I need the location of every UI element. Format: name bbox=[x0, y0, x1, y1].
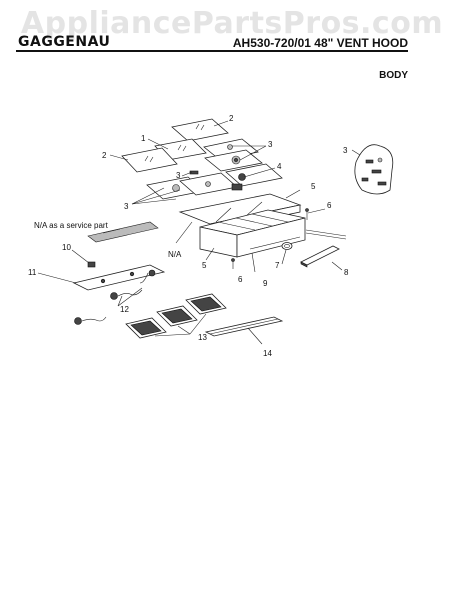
callout-10: 10 bbox=[62, 243, 71, 252]
callout-1: 1 bbox=[141, 134, 146, 143]
callout-na-service-part: N/A as a service part bbox=[34, 221, 109, 230]
callout-7: 7 bbox=[275, 261, 280, 270]
filter-13c bbox=[125, 317, 167, 339]
callout-9: 9 bbox=[263, 279, 268, 288]
hardware-bag-3 bbox=[354, 144, 394, 195]
filter-13b bbox=[156, 305, 198, 327]
leader-lines bbox=[37, 120, 361, 345]
callout-6-right: 6 bbox=[327, 201, 332, 210]
callout-3-top-right: 3 bbox=[268, 140, 273, 149]
main-body-box bbox=[199, 209, 306, 258]
watermark: AppliancePartsPros.com bbox=[20, 6, 444, 41]
trim-strip-14 bbox=[204, 316, 284, 337]
callout-4: 4 bbox=[277, 162, 282, 171]
callout-3-center: 3 bbox=[176, 171, 181, 180]
callout-13: 13 bbox=[198, 333, 207, 342]
light-plate-right bbox=[225, 163, 283, 187]
callout-2-left: 2 bbox=[102, 151, 107, 160]
wire-harness-8 bbox=[300, 229, 347, 268]
callout-5-frame: 5 bbox=[311, 182, 316, 191]
callout-14: 14 bbox=[263, 349, 272, 358]
callout-5-box: 5 bbox=[202, 261, 207, 270]
callout-na: N/A bbox=[168, 250, 182, 259]
screw-6-lower bbox=[231, 258, 235, 269]
brand-logo: GAGGENAU bbox=[18, 34, 111, 50]
model-title: AH530-720/01 48" VENT HOOD bbox=[232, 36, 408, 50]
clip-10 bbox=[87, 261, 96, 268]
callout-8: 8 bbox=[344, 268, 349, 277]
callout-2-top: 2 bbox=[229, 114, 234, 123]
lamp-socket-12b bbox=[139, 269, 156, 284]
section-title: BODY bbox=[379, 70, 408, 81]
glass-panel-2-left bbox=[121, 147, 178, 173]
callout-3-left: 3 bbox=[124, 202, 129, 211]
filter-strip-na bbox=[87, 221, 159, 243]
lamp-socket-12a bbox=[110, 289, 143, 300]
filter-13a bbox=[185, 293, 227, 315]
header-rule bbox=[16, 50, 408, 52]
callout-12: 12 bbox=[120, 305, 129, 314]
grommet-7 bbox=[281, 242, 293, 250]
lamp-socket-12c bbox=[74, 316, 107, 325]
callout-6-lower: 6 bbox=[238, 275, 243, 284]
glass-panel-2-top bbox=[171, 118, 229, 142]
callout-11: 11 bbox=[28, 268, 37, 277]
trim-bar-11 bbox=[72, 264, 166, 291]
clip-4 bbox=[231, 183, 243, 191]
screw-6-right bbox=[305, 208, 309, 220]
callout-3-bag: 3 bbox=[343, 146, 348, 155]
